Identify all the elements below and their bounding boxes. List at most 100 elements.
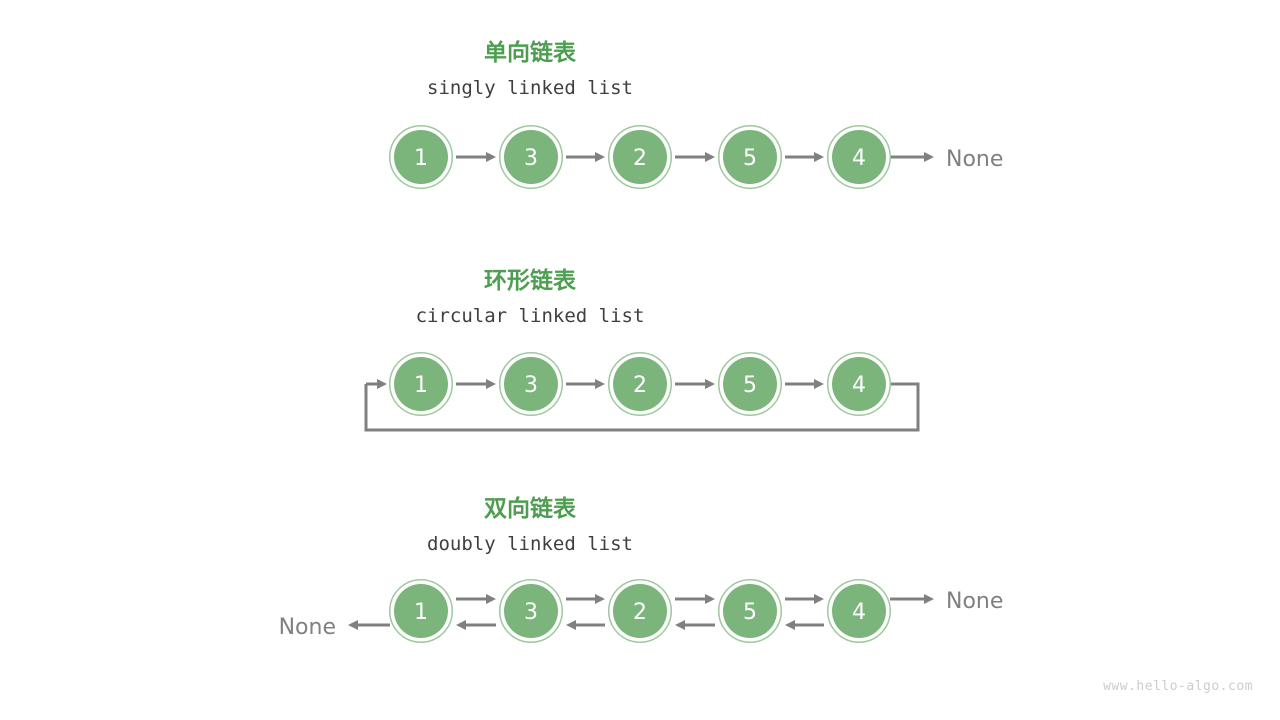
node[interactable]: 1 (389, 125, 453, 189)
node-circle (832, 130, 886, 184)
tail-none-label: None (946, 147, 1003, 172)
node-outer-ring (827, 352, 891, 416)
node-circle (394, 130, 448, 184)
edges-circular (364, 379, 920, 432)
node-ring-gap (500, 126, 562, 188)
forward-arrow-1-head (595, 379, 605, 389)
head-none-label: None (279, 615, 336, 640)
node-outer-ring (499, 352, 563, 416)
node-outer-ring (827, 125, 891, 189)
node-circle (394, 357, 448, 411)
node[interactable]: 4 (827, 352, 891, 416)
backward-arrow-0-head (456, 620, 466, 630)
section-title-circular: 环形链表 (484, 267, 577, 294)
node-circle (723, 584, 777, 638)
node-circle (723, 357, 777, 411)
node[interactable]: 1 (389, 579, 453, 643)
section-subtitle-circular: circular linked list (416, 305, 645, 327)
node-value-label: 3 (524, 146, 538, 171)
node[interactable]: 2 (608, 352, 672, 416)
node[interactable]: 4 (827, 579, 891, 643)
forward-arrow-1-head (595, 152, 605, 162)
node-value-label: 1 (414, 373, 428, 398)
section-title-doubly: 双向链表 (484, 495, 577, 522)
node-outer-ring (608, 352, 672, 416)
forward-arrow-3-head (814, 594, 824, 604)
node-ring-gap (719, 353, 781, 415)
node-value-label: 1 (414, 146, 428, 171)
forward-arrow-2-head (705, 379, 715, 389)
backward-arrow-3-head (785, 620, 795, 630)
node-outer-ring (608, 125, 672, 189)
edges-doubly (348, 594, 934, 630)
node-outer-ring (389, 125, 453, 189)
node-value-label: 4 (852, 373, 866, 398)
node-outer-ring (499, 579, 563, 643)
section-circular: 环形链表 circular linked list 1 3 2 5 4 (364, 267, 920, 432)
node[interactable]: 5 (718, 579, 782, 643)
node-circle (832, 357, 886, 411)
node-circle (504, 584, 558, 638)
node-outer-ring (608, 579, 672, 643)
node[interactable]: 2 (608, 579, 672, 643)
node-outer-ring (389, 579, 453, 643)
forward-arrow-3-head (814, 152, 824, 162)
node-circle (504, 357, 558, 411)
node[interactable]: 2 (608, 125, 672, 189)
node-value-label: 2 (633, 373, 647, 398)
node-value-label: 3 (524, 373, 538, 398)
node-circle (832, 584, 886, 638)
node[interactable]: 3 (499, 579, 563, 643)
node-ring-gap (390, 353, 452, 415)
node-circle (613, 357, 667, 411)
node-ring-gap (609, 580, 671, 642)
node-ring-gap (500, 580, 562, 642)
node-value-label: 2 (633, 600, 647, 625)
node[interactable]: 4 (827, 125, 891, 189)
node-value-label: 4 (852, 146, 866, 171)
node-ring-gap (828, 353, 890, 415)
node-circle (613, 584, 667, 638)
node-outer-ring (499, 125, 563, 189)
loop-entry-arrow-head (377, 379, 387, 389)
watermark-label: www.hello-algo.com (1103, 679, 1253, 694)
forward-arrow-3-head (814, 379, 824, 389)
tail-arrow-head (924, 152, 934, 162)
node-ring-gap (719, 580, 781, 642)
node-value-label: 5 (743, 373, 757, 398)
node-circle (613, 130, 667, 184)
forward-arrow-2-head (705, 594, 715, 604)
node-value-label: 1 (414, 600, 428, 625)
section-title-singly: 单向链表 (484, 39, 577, 66)
node-ring-gap (500, 353, 562, 415)
node-ring-gap (390, 126, 452, 188)
node[interactable]: 3 (499, 125, 563, 189)
backward-arrow-2-head (675, 620, 685, 630)
node-circle (723, 130, 777, 184)
node-value-label: 4 (852, 600, 866, 625)
head-arrow-head (348, 620, 358, 630)
forward-arrow-0-head (486, 594, 496, 604)
node-outer-ring (827, 579, 891, 643)
node-circle (504, 130, 558, 184)
node-ring-gap (719, 126, 781, 188)
node-circle (394, 584, 448, 638)
node-ring-gap (390, 580, 452, 642)
edges-singly (456, 152, 934, 162)
node[interactable]: 5 (718, 125, 782, 189)
node[interactable]: 3 (499, 352, 563, 416)
node-outer-ring (718, 579, 782, 643)
node-outer-ring (718, 352, 782, 416)
node-ring-gap (828, 126, 890, 188)
node-value-label: 3 (524, 600, 538, 625)
backward-arrow-1-head (566, 620, 576, 630)
node-value-label: 2 (633, 146, 647, 171)
forward-arrow-2-head (705, 152, 715, 162)
node-ring-gap (609, 353, 671, 415)
node[interactable]: 1 (389, 352, 453, 416)
node-outer-ring (718, 125, 782, 189)
node[interactable]: 5 (718, 352, 782, 416)
